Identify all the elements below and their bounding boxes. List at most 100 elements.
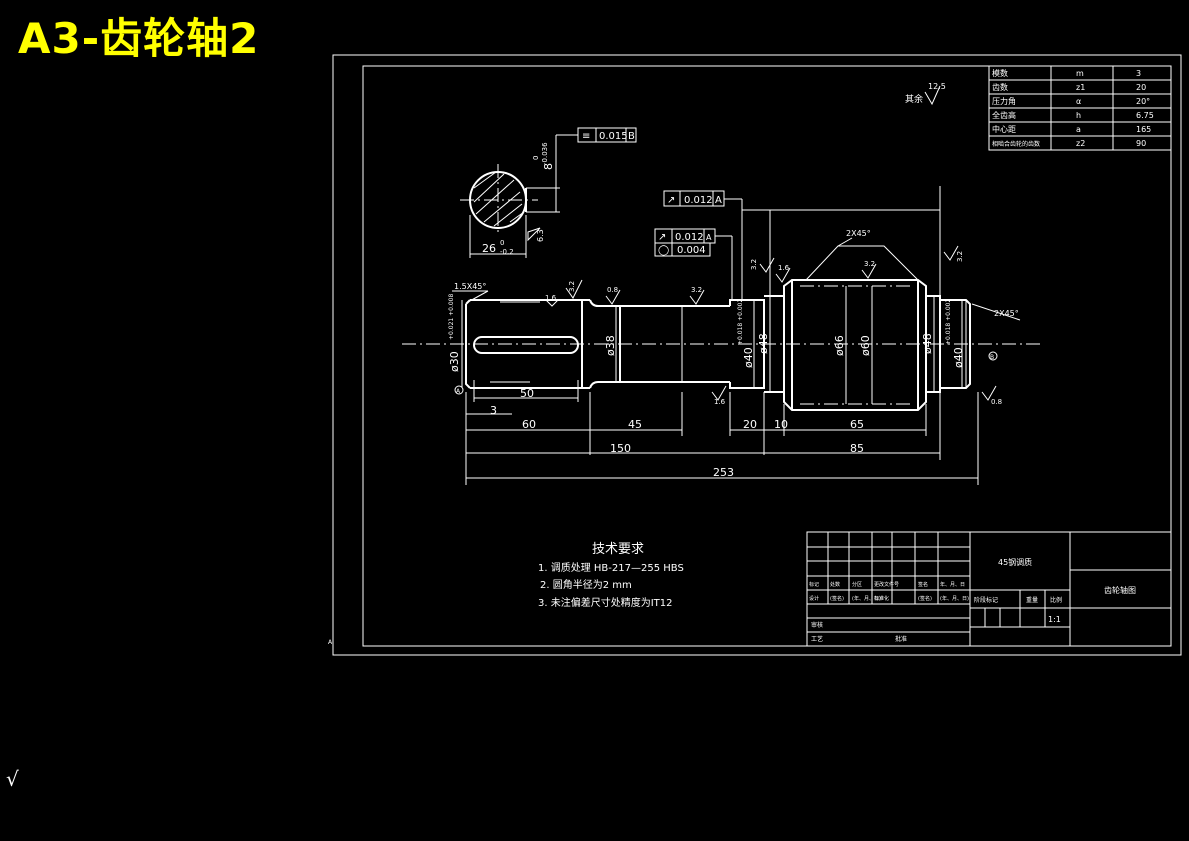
svg-text:1.6: 1.6: [778, 264, 790, 272]
svg-text:2X45°: 2X45°: [846, 229, 871, 238]
params-cell: 6.75: [1136, 111, 1154, 120]
dim-d66: ø66: [833, 335, 846, 356]
params-cell: h: [1076, 111, 1081, 120]
svg-text:1.5X45°: 1.5X45°: [454, 282, 486, 291]
tb-label: (签名): [830, 595, 844, 602]
diameter-dims: ø30 +0.021 +0.008 ø38 ø40 +0.018 +0.002 …: [448, 286, 965, 404]
dim-150: 150: [610, 442, 631, 455]
dim-85: 85: [850, 442, 864, 455]
flatness-frame: ≡ 0.015 B: [555, 127, 637, 150]
params-cell: 20: [1136, 83, 1146, 92]
frame-corner-label: A: [328, 639, 333, 646]
tb-label: (签名): [918, 595, 932, 602]
params-cell: 齿数: [992, 82, 1008, 92]
svg-text:0: 0: [500, 239, 504, 247]
svg-text:↗: ↗: [667, 195, 675, 206]
tb-label: 标准化: [874, 595, 889, 602]
dim-10: 10: [774, 418, 788, 431]
length-dims: 50 3 60 45 20 10 65 150 85 253: [465, 186, 979, 485]
svg-text:+0.021 +0.008: +0.021 +0.008: [448, 294, 455, 340]
runout-frame-2: ↗ 0.012 A ◯ 0.004: [654, 228, 733, 300]
svg-text:+0.018 +0.002: +0.018 +0.002: [945, 299, 952, 345]
params-cell: 3: [1136, 69, 1141, 78]
svg-text:0.015: 0.015: [599, 131, 628, 142]
svg-text:6.3: 6.3: [536, 229, 545, 242]
params-cell: 20°: [1136, 97, 1150, 106]
svg-text:3.2: 3.2: [956, 251, 964, 262]
svg-text:B: B: [628, 131, 635, 142]
dim-3: 3: [490, 404, 497, 417]
svg-text:阶段标记: 阶段标记: [974, 596, 998, 604]
svg-text:0: 0: [532, 156, 540, 160]
dim-d30: ø30: [448, 351, 461, 372]
outer-frame: [332, 54, 1182, 656]
params-cell: z1: [1076, 83, 1085, 92]
params-cell: 165: [1136, 125, 1151, 134]
dim-d60: ø60: [859, 335, 872, 356]
dim-26: 26: [482, 242, 496, 255]
datum-marks: A B: [454, 351, 998, 395]
runout-frame-1: ↗ 0.012 A: [663, 190, 743, 300]
tech-line-3: 3. 未注偏差尺寸处精度为IT12: [538, 596, 673, 609]
svg-text:0.012: 0.012: [675, 232, 704, 243]
params-cell: 相啮合齿轮的齿数: [992, 140, 1040, 148]
dim-60: 60: [522, 418, 536, 431]
dim-d40: ø40: [742, 347, 755, 368]
dim-20: 20: [743, 418, 757, 431]
tech-requirements: 技术要求 1. 调质处理 HB-217—255 HBS 2. 圆角半径为2 mm…: [538, 542, 684, 609]
svg-text:3.2: 3.2: [750, 259, 758, 270]
tb-label: 签名: [918, 581, 928, 588]
dim-50: 50: [520, 387, 534, 400]
tb-label: 处数: [830, 581, 840, 588]
tb-drawing-name: 齿轮轴图: [1104, 585, 1136, 595]
tb-label: (年、月、日): [940, 595, 969, 602]
svg-text:A: A: [706, 233, 712, 242]
params-cell: z2: [1076, 139, 1085, 148]
dim-d38: ø38: [604, 335, 617, 356]
svg-text:3.2: 3.2: [568, 281, 576, 292]
params-cell: 中心距: [992, 124, 1016, 134]
svg-text:↗: ↗: [658, 232, 666, 243]
chamfer-labels: 1.5X45° 2X45° 2X45°: [452, 229, 1021, 321]
inner-frame: [362, 65, 1172, 647]
svg-text:3.2: 3.2: [691, 286, 702, 294]
svg-text:0.8: 0.8: [607, 286, 618, 294]
svg-text:≡: ≡: [582, 131, 590, 142]
tb-scale: 1:1: [1048, 615, 1061, 624]
svg-text:3.2: 3.2: [864, 260, 875, 268]
svg-text:审核: 审核: [811, 621, 823, 629]
params-cell: 压力角: [992, 96, 1016, 106]
params-cell: a: [1076, 125, 1081, 134]
title-block: 标记处数分区更改文件号签名年、月、日设计(签名)(年、月、日)标准化(签名)(年…: [806, 531, 1172, 647]
params-cell: 90: [1136, 139, 1146, 148]
section-view: 26 0 -0.2 8 0 -0.036 6.3: [460, 142, 560, 258]
svg-text:A: A: [456, 388, 461, 395]
tb-label: (年、月、日): [852, 595, 881, 602]
svg-text:-0.2: -0.2: [500, 248, 514, 256]
dim-65: 65: [850, 418, 864, 431]
tb-label: 设计: [809, 595, 819, 602]
svg-text:A: A: [715, 195, 722, 206]
page-title: A3-齿轮轴2: [18, 14, 260, 63]
svg-text:-0.036: -0.036: [541, 142, 549, 165]
svg-text:其余: 其余: [905, 93, 923, 105]
tb-label: 分区: [852, 581, 862, 588]
tb-label: 年、月、日: [940, 581, 965, 588]
corner-mark: √: [6, 767, 19, 791]
roughness-marks: 3.2 1.6 0.8 3.2 3.2 1.6 3.2 3.2 1.6 0.8: [500, 245, 1002, 406]
params-cell: m: [1076, 69, 1084, 78]
tb-material: 45钢调质: [998, 557, 1032, 567]
params-cell: α: [1076, 97, 1081, 106]
dim-45: 45: [628, 418, 642, 431]
svg-text:工艺: 工艺: [811, 635, 823, 643]
tb-label: 更改文件号: [874, 581, 899, 588]
dim-253: 253: [713, 466, 734, 479]
svg-text:重量: 重量: [1026, 596, 1038, 604]
roughness-rest-mark: 其余 12.5: [905, 82, 946, 106]
params-cell: 模数: [992, 68, 1008, 78]
dim-d48b: ø48: [921, 333, 934, 354]
svg-text:+0.018 +0.002: +0.018 +0.002: [737, 299, 744, 345]
svg-text:比例: 比例: [1050, 596, 1062, 604]
